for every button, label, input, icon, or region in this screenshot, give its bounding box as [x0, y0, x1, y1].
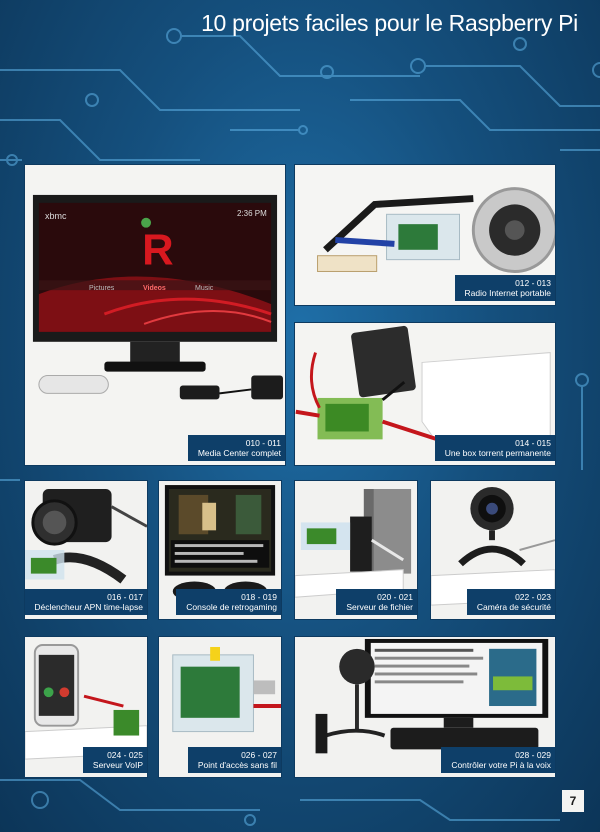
project-card-voip[interactable]: 024 - 025 Serveur VoIP — [24, 636, 148, 778]
project-card-radio[interactable]: 012 - 013 Radio Internet portable — [294, 164, 556, 306]
tv-media-center-photo: R — [25, 165, 285, 465]
page-number: 7 — [562, 790, 584, 812]
project-pages: 012 - 013 — [515, 278, 551, 288]
tv-logo-text: xbmc — [45, 211, 67, 221]
project-label: 014 - 015 Une box torrent permanente — [434, 435, 555, 461]
project-card-wifi-ap[interactable]: 026 - 027 Point d'accès sans fil — [158, 636, 282, 778]
project-label: 024 - 025 Serveur VoIP — [82, 747, 147, 773]
project-label: 022 - 023 Caméra de sécurité — [466, 589, 555, 615]
project-name: Point d'accès sans fil — [197, 760, 277, 770]
project-card-media-center[interactable]: R xbmc 2:36 PM Pictures Videos Music 010… — [24, 164, 286, 466]
project-pages: 016 - 017 — [107, 592, 143, 602]
project-name: Serveur VoIP — [92, 760, 143, 770]
project-card-voice-control[interactable]: 028 - 029 Contrôler votre Pi à la voix — [294, 636, 556, 778]
project-pages: 018 - 019 — [241, 592, 277, 602]
project-label: 016 - 017 Déclencheur APN time-lapse — [25, 589, 147, 615]
tv-clock-text: 2:36 PM — [237, 209, 267, 218]
project-card-file-server[interactable]: 020 - 021 Serveur de fichier — [294, 480, 418, 620]
project-name: Déclencheur APN time-lapse — [34, 602, 143, 612]
project-name: Radio Internet portable — [464, 288, 551, 298]
project-card-torrent-box[interactable]: 014 - 015 Une box torrent permanente — [294, 322, 556, 466]
page-title: 10 projets faciles pour le Raspberry Pi — [201, 10, 578, 36]
project-pages: 026 - 027 — [241, 750, 277, 760]
project-name: Serveur de fichier — [346, 602, 413, 612]
project-name: Caméra de sécurité — [476, 602, 551, 612]
project-card-security-camera[interactable]: 022 - 023 Caméra de sécurité — [430, 480, 556, 620]
project-label: 010 - 011 Media Center complet — [187, 435, 285, 461]
project-label: 028 - 029 Contrôler votre Pi à la voix — [441, 747, 555, 773]
project-pages: 014 - 015 — [515, 438, 551, 448]
tv-menu-videos: Videos — [143, 285, 166, 292]
project-name: Console de retrogaming — [186, 602, 277, 612]
project-label: 026 - 027 Point d'accès sans fil — [187, 747, 281, 773]
project-pages: 020 - 021 — [377, 592, 413, 602]
file-server-photo — [295, 481, 417, 619]
project-name: Contrôler votre Pi à la voix — [451, 760, 551, 770]
project-pages: 028 - 029 — [515, 750, 551, 760]
project-name: Media Center complet — [197, 448, 281, 458]
project-pages: 022 - 023 — [515, 592, 551, 602]
project-label: 020 - 021 Serveur de fichier — [336, 589, 417, 615]
project-card-timelapse[interactable]: 016 - 017 Déclencheur APN time-lapse — [24, 480, 148, 620]
project-card-retrogaming[interactable]: 018 - 019 Console de retrogaming — [158, 480, 282, 620]
project-pages: 010 - 011 — [245, 438, 281, 448]
project-label: 018 - 019 Console de retrogaming — [176, 589, 281, 615]
tv-menu-music: Music — [195, 285, 214, 292]
svg-text:R: R — [142, 225, 174, 274]
project-pages: 024 - 025 — [107, 750, 143, 760]
project-label: 012 - 013 Radio Internet portable — [454, 275, 555, 301]
tv-menu-pictures: Pictures — [89, 285, 115, 292]
project-name: Une box torrent permanente — [444, 448, 551, 458]
